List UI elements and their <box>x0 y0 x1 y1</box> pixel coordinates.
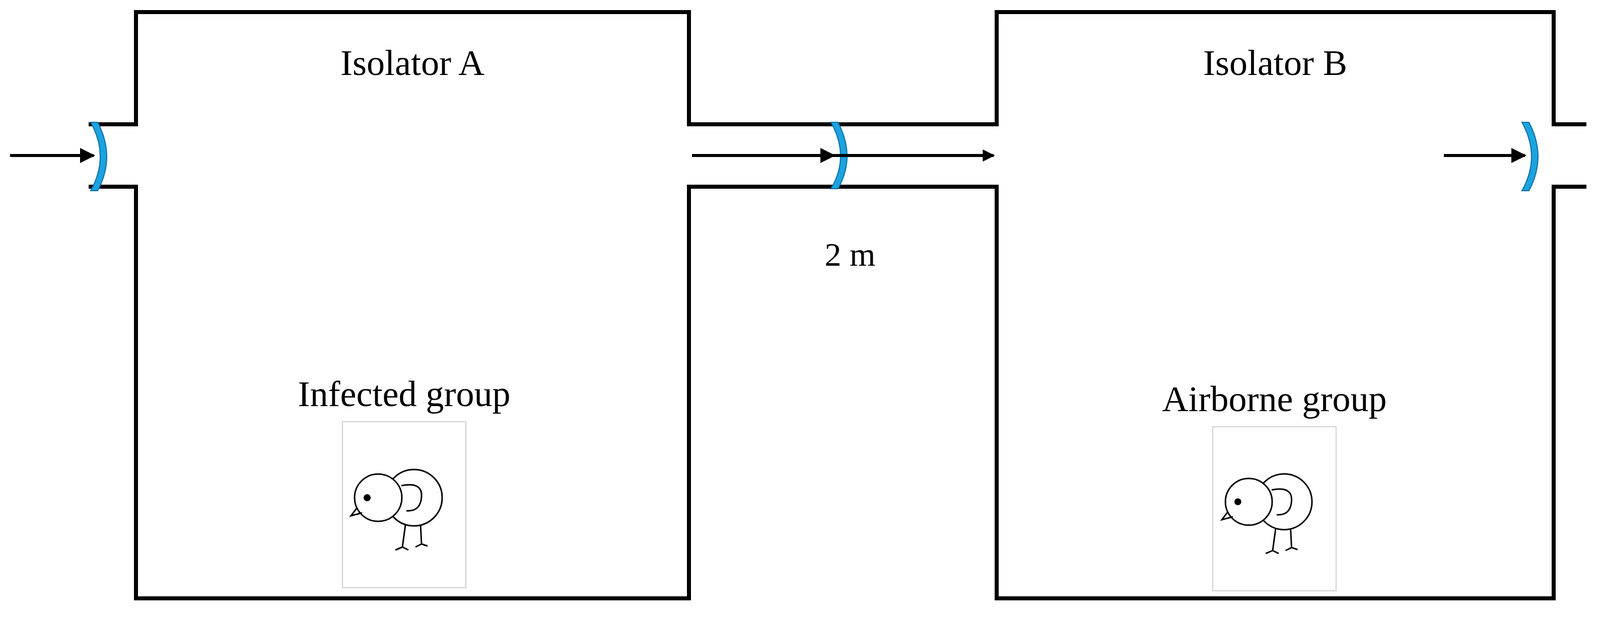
isolator-box: Isolator B Airborne group <box>996 12 1554 599</box>
dimension-label: 2 m <box>824 236 876 274</box>
group-label: Airborne group <box>1162 379 1387 420</box>
isolator-box: Isolator A Infected group <box>135 12 689 599</box>
filter-valve <box>90 122 1539 191</box>
airflow-arrow <box>10 154 1525 158</box>
duct-airflow <box>691 154 994 158</box>
isolator-title: Isolator B <box>996 43 1554 84</box>
bird-group: Airborne group <box>1212 426 1337 592</box>
group-label: Infected group <box>298 374 511 415</box>
isolator-walls <box>90 12 1585 599</box>
isolator-title: Isolator A <box>135 43 689 84</box>
chick-figure <box>351 469 1312 554</box>
bird-group: Infected group <box>341 421 467 589</box>
